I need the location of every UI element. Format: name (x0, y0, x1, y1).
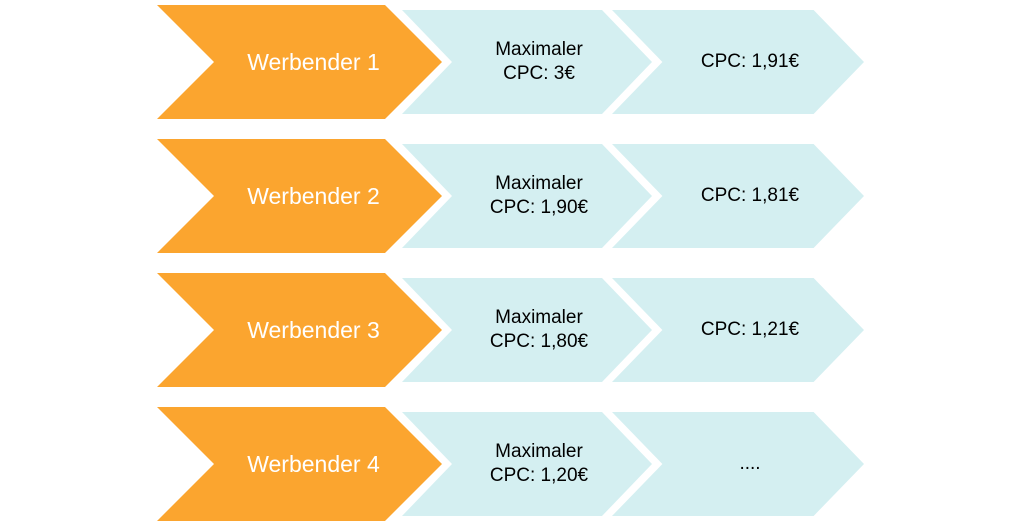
max-cpc-line2: CPC: 1,80€ (489, 331, 589, 352)
max-cpc-label: Maximaler CPC: 3€ (471, 38, 583, 86)
cpc-label: CPC: 1,81€ (700, 185, 800, 206)
max-cpc-line1: Maximaler (495, 307, 583, 328)
cpc-label: CPC: 1,21€ (700, 319, 800, 340)
max-cpc-line2: CPC: 1,90€ (489, 197, 589, 218)
advertiser-chevron: Werbender 2 (157, 139, 442, 253)
advertiser-label: Werbender 2 (247, 182, 380, 209)
advertiser-chevron: Werbender 3 (157, 273, 442, 387)
advertiser-row-2: Werbender 2 Maximaler CPC: 1,90€ CPC: 1,… (0, 139, 1012, 253)
advertiser-label: Werbender 4 (247, 450, 380, 477)
advertiser-chevron: Werbender 1 (157, 5, 442, 119)
advertiser-chevron: Werbender 4 (157, 407, 442, 521)
advertiser-label: Werbender 3 (247, 316, 380, 343)
max-cpc-line1: Maximaler (495, 39, 583, 60)
cpc-label: .... (739, 453, 761, 474)
advertiser-row-4: Werbender 4 Maximaler CPC: 1,20€ .... (0, 407, 1012, 521)
advertiser-label: Werbender 1 (247, 48, 380, 75)
max-cpc-chevron: Maximaler CPC: 1,80€ (402, 278, 652, 382)
advertiser-row-3: Werbender 3 Maximaler CPC: 1,80€ CPC: 1,… (0, 273, 1012, 387)
max-cpc-line2: CPC: 3€ (503, 63, 575, 84)
max-cpc-label: Maximaler CPC: 1,20€ (466, 440, 588, 488)
max-cpc-line1: Maximaler (495, 441, 583, 462)
max-cpc-line1: Maximaler (495, 173, 583, 194)
max-cpc-label: Maximaler CPC: 1,80€ (466, 306, 588, 354)
max-cpc-line2: CPC: 1,20€ (489, 465, 589, 486)
advertiser-row-1: Werbender 1 Maximaler CPC: 3€ CPC: 1,91€ (0, 5, 1012, 119)
cpc-label: CPC: 1,91€ (700, 51, 800, 72)
max-cpc-label: Maximaler CPC: 1,90€ (466, 172, 588, 220)
